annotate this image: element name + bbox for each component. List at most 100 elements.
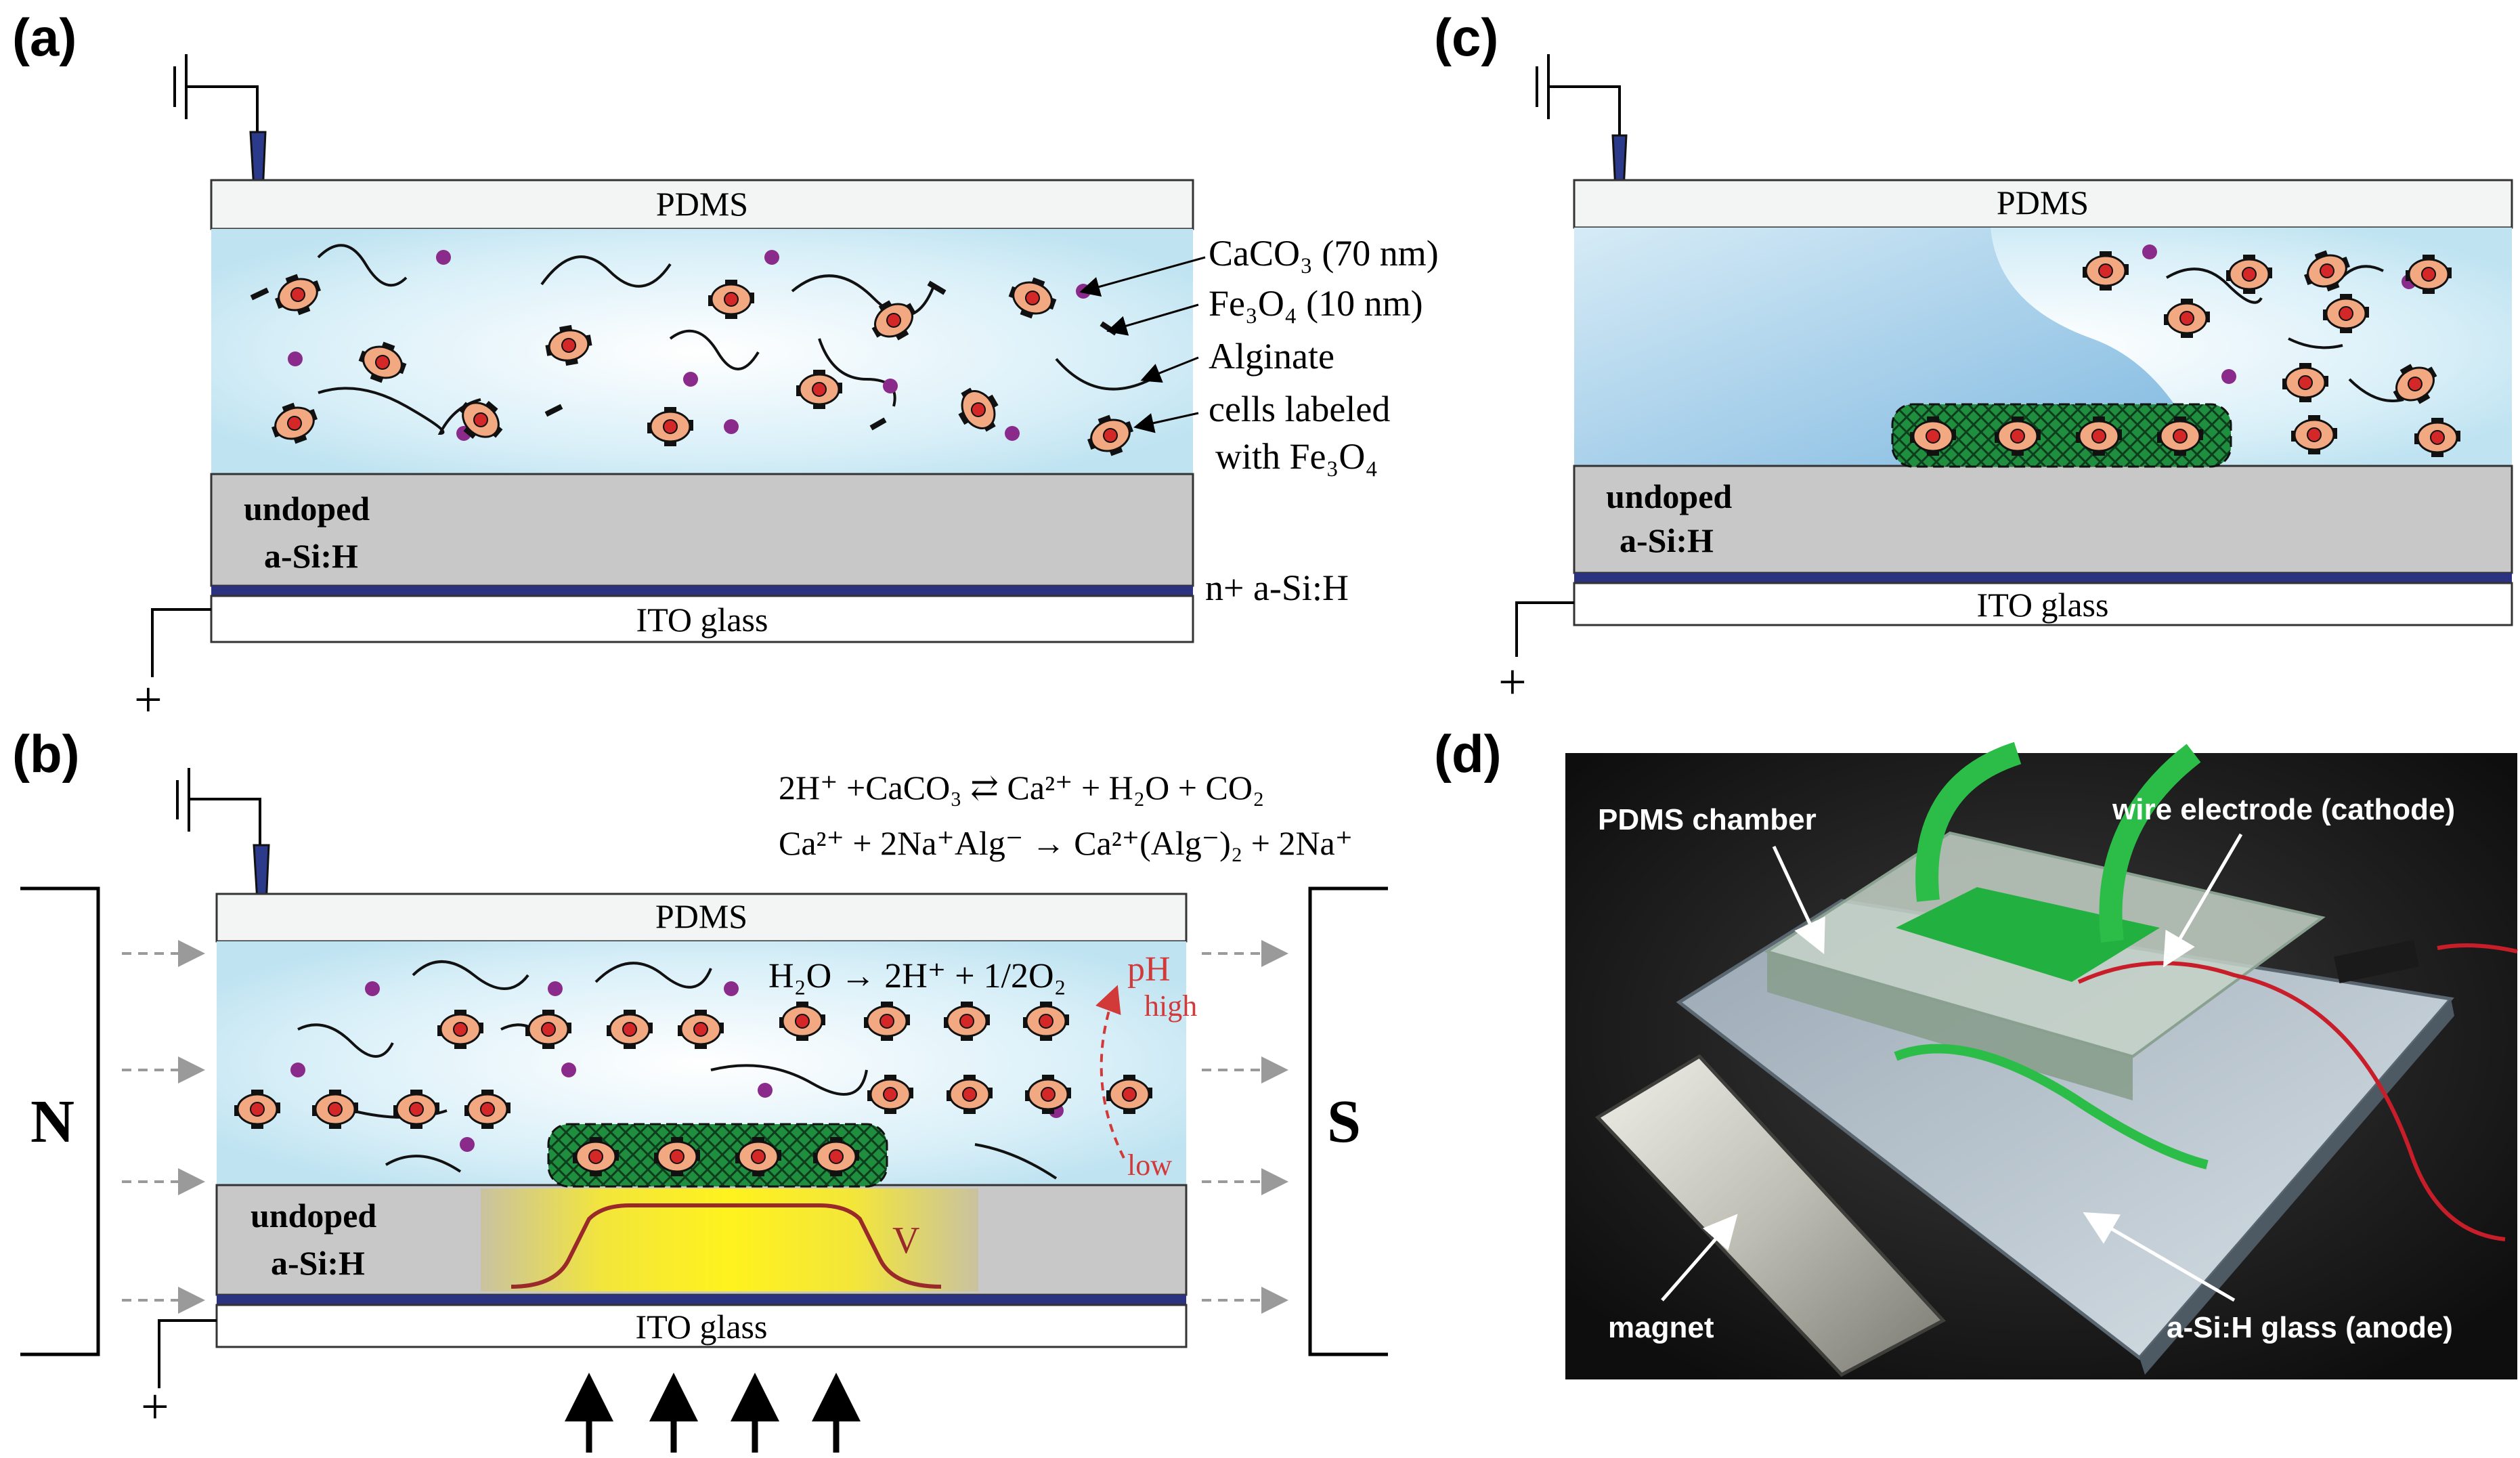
n-plus-layer [217, 1295, 1186, 1305]
ground-symbol [173, 54, 259, 135]
panel-label-b: (b) [12, 724, 80, 784]
panel-label-a: (a) [12, 7, 77, 67]
labeled-cell [796, 370, 842, 409]
labeled-cell [2083, 251, 2129, 291]
red-wire-2 [2437, 943, 2518, 953]
ground-symbol [176, 768, 261, 846]
photo-label-magnet: magnet [1608, 1311, 1714, 1344]
asih-label: a-Si:H [264, 537, 358, 575]
panel-a: (a) PDMS undoped a-Si:H ITO glass + [12, 7, 1439, 728]
labeled-cell [1087, 414, 1134, 456]
pole-n-label: N [30, 1088, 74, 1155]
labeled-cell [2291, 415, 2337, 454]
labeled-cell [2282, 363, 2328, 402]
labeled-cell [867, 1075, 913, 1114]
labeled-cell [2076, 416, 2122, 456]
cells-group [271, 274, 1134, 456]
labeled-cell [2226, 255, 2272, 294]
ito-layer [210, 595, 1194, 643]
n-plus-layer [1574, 573, 2512, 583]
labeled-cell [958, 387, 999, 432]
pole-s-label: S [1327, 1088, 1361, 1155]
labeled-cell [654, 1137, 700, 1176]
panel-label-d: (d) [1434, 724, 1502, 784]
labeled-cell [871, 300, 916, 341]
panel-c: (c) PDMS undoped a-Si:H ITO glass + [1434, 7, 2513, 710]
labeled-cell [545, 324, 592, 366]
panel-b: (b) 2H⁺ +CaCO₃ ⇄ Ca²⁺ + H₂O + CO₂ Ca²⁺ +… [12, 724, 1388, 1453]
annot-cells-2: with Fe₃O₄ [1215, 436, 1378, 477]
undoped-label: undoped [1606, 477, 1732, 515]
labeled-cell [358, 341, 407, 383]
annot-alginate: Alginate [1209, 336, 1334, 377]
magnet-bar [1595, 1054, 1947, 1377]
plus-sign: + [141, 1379, 169, 1435]
labeled-cell [2406, 255, 2452, 294]
labeled-cell [312, 1090, 358, 1129]
photo-annotation-arrows [1661, 833, 2243, 1302]
labeled-cell [708, 280, 754, 319]
labeled-cell [1025, 1075, 1071, 1114]
ph-gradient-arrow [1095, 985, 1125, 1159]
voltage-label: V [892, 1220, 919, 1262]
light-arrows [565, 1373, 861, 1453]
labeled-cell [779, 1002, 825, 1041]
pdms-chamber-side [1767, 951, 2133, 1100]
ground-symbol [1536, 54, 1621, 135]
ito-layer [1573, 582, 2513, 626]
alginate-gel [547, 1123, 888, 1188]
labeled-cell [1008, 277, 1057, 319]
labeled-cell [1023, 1002, 1069, 1041]
labeled-cell [393, 1090, 439, 1129]
glass-plate-edge [2139, 999, 2454, 1375]
pdms-label: PDMS [655, 897, 747, 935]
labeled-cell [647, 407, 693, 446]
labeled-cell [1910, 416, 1956, 456]
n-plus-layer [211, 586, 1193, 596]
annot-nplus: n+ a-Si:H [1205, 567, 1349, 608]
annot-caco3: CaCO₃ (70 nm) [1209, 233, 1439, 274]
pdms-label: PDMS [1997, 184, 2089, 221]
cells-group [1910, 250, 2460, 457]
magnet-pole-s-bracket [1308, 886, 1388, 1356]
labeled-cell [458, 400, 503, 439]
magnet-pole-n-bracket [20, 886, 100, 1356]
undoped-label: undoped [251, 1197, 376, 1235]
labeled-cell [271, 402, 318, 444]
magnetic-field-arrows [122, 940, 1288, 1314]
labeled-cell [813, 1137, 859, 1176]
labeled-cell [464, 1090, 510, 1129]
fe3o4-particles [290, 981, 1064, 1152]
plus-sign: + [134, 672, 162, 728]
equation-2: Ca²⁺ + 2Na⁺Alg⁻ → Ca²⁺(Alg⁻)₂ + 2Na⁺ [779, 824, 1353, 862]
photo-label-pdms-chamber: PDMS chamber [1598, 803, 1817, 836]
labeled-cell [864, 1002, 910, 1041]
ito-layer [215, 1304, 1188, 1348]
red-wire [2077, 961, 2506, 1241]
asih-label: a-Si:H [271, 1244, 365, 1282]
labeled-cell [1106, 1075, 1152, 1114]
ph-label: pH [1127, 950, 1171, 989]
labeled-cell [944, 1002, 990, 1041]
photo-label-asih-glass: a-Si:H glass (anode) [2167, 1311, 2453, 1344]
ito-label: ITO glass [1977, 586, 2109, 624]
ph-high-label: high [1144, 989, 1197, 1023]
tube-inlet [1915, 742, 2022, 902]
asih-layer [1573, 465, 2513, 574]
green-channel [1896, 887, 2160, 982]
equation-3: H₂O → 2H⁺ + 1/2O₂ [768, 957, 1066, 995]
panel-label-c: (c) [1434, 7, 1498, 67]
anode-wire [151, 608, 211, 677]
labeled-cell [735, 1137, 781, 1176]
undoped-label: undoped [244, 490, 370, 528]
pdms-layer [210, 179, 1194, 230]
alginate-gel [1891, 403, 2232, 468]
labeled-cell [234, 1090, 280, 1129]
labeled-cell [2164, 299, 2210, 338]
labeled-cell [1995, 416, 2041, 456]
tube-under [1894, 1044, 2209, 1170]
labeled-cell [607, 1010, 653, 1049]
pdms-label: PDMS [656, 185, 748, 223]
panel-d: (d) PDMS chamber wire electrode (cathode… [1434, 724, 2518, 1379]
